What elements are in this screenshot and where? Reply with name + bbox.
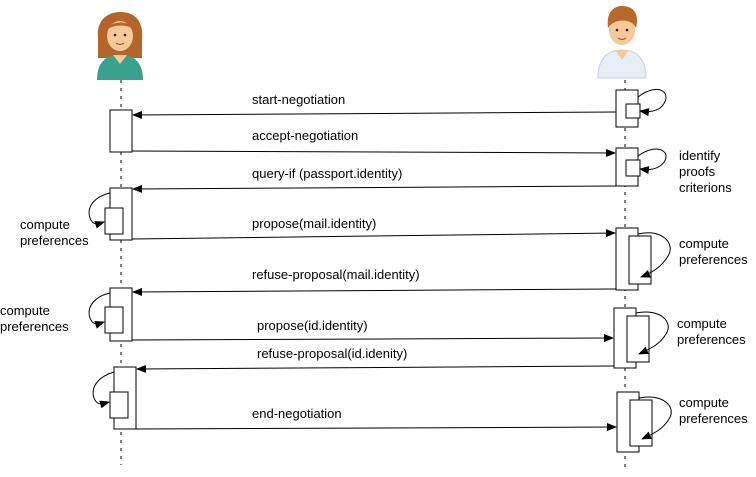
message-arrow [132,287,617,296]
right-activation [628,235,652,285]
left-activation [109,391,129,419]
right-activation [626,315,650,363]
message-label: propose(mail.identity) [252,216,376,231]
message-label: propose(id.identity) [257,318,368,333]
left-activation [104,207,124,235]
self-call-arrow [92,371,115,409]
message-label: query-if (passport.identity) [252,166,402,181]
message-label: start-negotiation [252,92,345,107]
right-activation [629,399,653,447]
message-arrow [131,334,614,343]
message-label: refuse-proposal(id.idenity) [257,346,407,361]
self-call-arrow [88,192,111,229]
message-arrow [132,110,617,119]
message-arrow [131,229,616,240]
left-activation [104,306,124,334]
male-user-icon [597,6,647,79]
message-label: accept-negotiation [252,128,358,143]
message-arrow [131,148,616,157]
self-call-arrow [637,232,671,278]
message-arrow [136,364,615,373]
right-activation [625,103,641,119]
female-user-icon [97,12,143,80]
message-arrow [132,184,617,193]
left-activation [109,109,133,153]
self-call-arrow [638,396,672,440]
self-call-arrow [637,88,667,117]
message-arrow [135,423,617,432]
self-call-arrow [88,292,111,329]
self-call-arrow [635,311,669,355]
message-label: end-negotiation [252,406,342,421]
right-activation [625,159,641,177]
self-call-arrow [637,148,667,175]
message-label: refuse-proposal(mail.identity) [252,267,420,282]
